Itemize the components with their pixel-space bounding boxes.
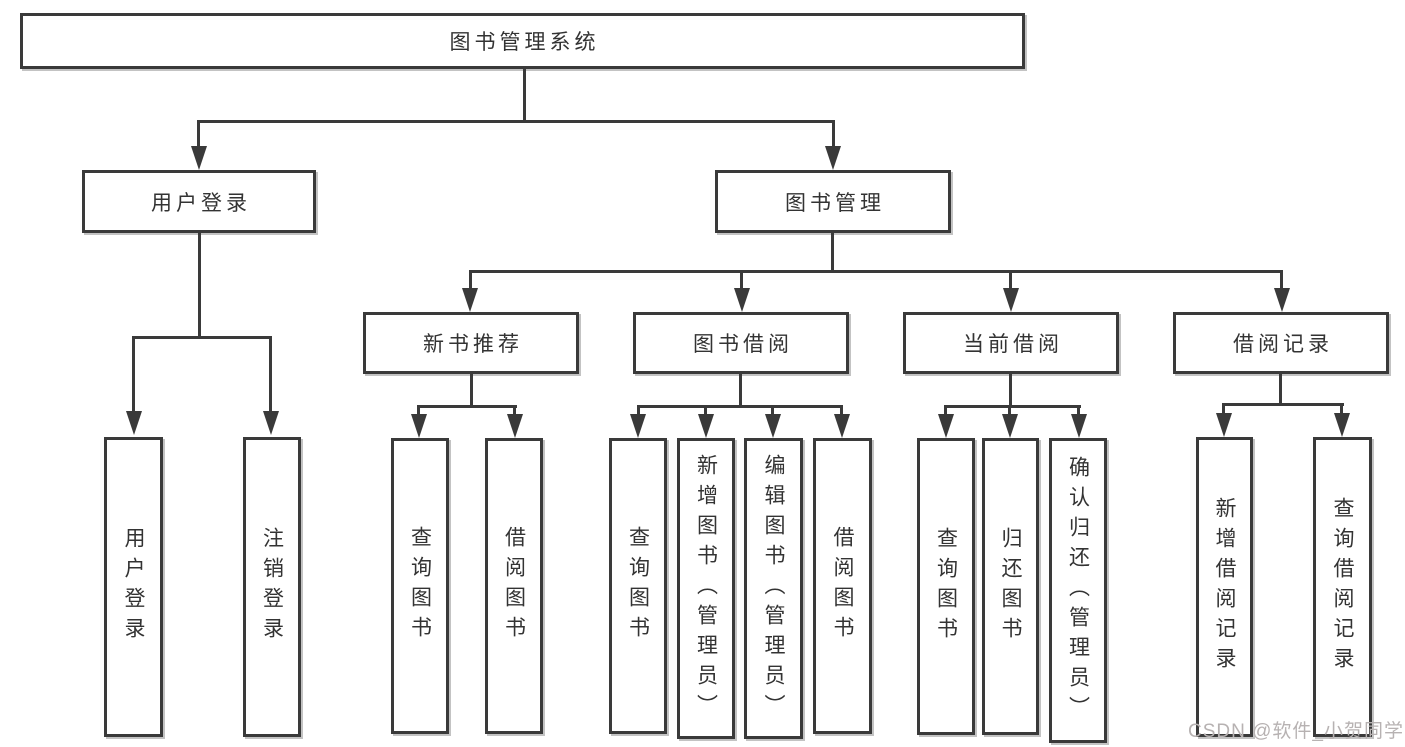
connector-line (523, 69, 526, 122)
connector-arrowhead (825, 146, 841, 170)
node-label: 用户登录 (122, 527, 145, 647)
node-newbook-borrow-books: 借阅图书 (485, 438, 543, 734)
connector-line (1280, 270, 1283, 290)
connector-line (197, 120, 200, 148)
node-borrow-borrow-books: 借阅图书 (813, 438, 872, 734)
connector-line (269, 336, 272, 412)
connector-line (469, 270, 1283, 273)
connector-line (417, 405, 420, 417)
node-label: 查询借阅记录 (1331, 497, 1354, 677)
connector-line (132, 336, 272, 339)
node-newbook-query-books: 查询图书 (391, 438, 449, 734)
node-current-return-books: 归还图书 (982, 438, 1039, 735)
node-label: 用户登录 (151, 191, 251, 215)
connector-arrowhead (411, 414, 427, 438)
node-label: 当前借阅 (963, 333, 1063, 356)
connector-arrowhead (734, 288, 750, 312)
connector-line (470, 374, 473, 407)
connector-line (197, 120, 835, 123)
node-label: 图书管理 (785, 191, 885, 215)
connector-arrowhead (765, 414, 781, 438)
connector-line (944, 405, 947, 417)
connector-line (771, 405, 774, 417)
node-borrow-edit-books-admin: 编辑图书（管理员） (744, 438, 803, 739)
connector-line (704, 405, 707, 417)
connector-line (1077, 405, 1080, 417)
connector-arrowhead (191, 146, 207, 170)
connector-arrowhead (126, 411, 142, 435)
node-current-confirm-return-admin: 确认归还（管理员） (1049, 438, 1107, 743)
connector-line (469, 270, 472, 290)
node-label: 编辑图书（管理员） (762, 453, 785, 724)
connector-line (831, 233, 834, 272)
connector-arrowhead (1003, 288, 1019, 312)
node-label: 图书管理系统 (449, 31, 600, 54)
connector-line (417, 405, 517, 408)
node-label: 新增图书（管理员） (694, 453, 718, 724)
connector-arrowhead (1216, 413, 1232, 437)
node-label: 查询图书 (934, 526, 958, 647)
node-label: 归还图书 (999, 526, 1022, 647)
connector-arrowhead (1274, 288, 1290, 312)
connector-line (198, 233, 201, 338)
connector-arrowhead (630, 414, 646, 438)
node-label: 新增借阅记录 (1213, 497, 1236, 677)
node-borrow-add-books-admin: 新增图书（管理员） (677, 438, 735, 739)
connector-line (1222, 403, 1344, 406)
node-borrow-query-books: 查询图书 (609, 438, 667, 734)
connector-line (944, 405, 1081, 408)
node-label: 确认归还（管理员） (1066, 455, 1090, 726)
node-borrowing-records: 借阅记录 (1173, 312, 1389, 374)
node-user-login-leaf: 用户登录 (104, 437, 163, 737)
node-book-borrowing: 图书借阅 (633, 312, 849, 374)
connector-arrowhead (1071, 414, 1087, 438)
node-label: 查询图书 (626, 526, 650, 646)
node-records-add-borrow-record: 新增借阅记录 (1196, 437, 1253, 737)
connector-line (740, 270, 743, 290)
connector-line (637, 405, 843, 408)
connector-line (1222, 403, 1225, 416)
node-current-query-books: 查询图书 (917, 438, 975, 735)
connector-arrowhead (834, 414, 850, 438)
node-label: 借阅记录 (1233, 333, 1333, 356)
connector-arrowhead (1002, 414, 1018, 438)
connector-line (1009, 374, 1012, 407)
connector-arrowhead (1334, 413, 1350, 437)
connector-arrowhead (938, 414, 954, 438)
connector-line (840, 405, 843, 417)
connector-arrowhead (263, 411, 279, 435)
connector-arrowhead (462, 288, 478, 312)
connector-line (739, 374, 742, 407)
node-label: 借阅图书 (502, 526, 526, 646)
node-book-management: 图书管理 (715, 170, 951, 233)
node-user-login: 用户登录 (82, 170, 316, 233)
node-new-book-recommendation: 新书推荐 (363, 312, 579, 374)
connector-arrowhead (507, 414, 523, 438)
connector-line (1340, 403, 1343, 416)
connector-line (1009, 270, 1012, 290)
csdn-watermark: CSDN @软件_小贺同学 (1188, 721, 1404, 742)
connector-line (1279, 374, 1282, 405)
node-label: 图书借阅 (693, 333, 793, 356)
connector-line (637, 405, 640, 417)
node-records-query-borrow-record: 查询借阅记录 (1313, 437, 1372, 737)
node-label: 查询图书 (408, 526, 432, 646)
connector-line (832, 120, 835, 148)
connector-line (1008, 405, 1011, 417)
node-label: 借阅图书 (831, 526, 854, 646)
node-label: 注销登录 (260, 527, 284, 647)
connector-line (513, 405, 516, 417)
node-current-borrowing: 当前借阅 (903, 312, 1119, 374)
node-library-management-system: 图书管理系统 (20, 13, 1025, 69)
node-label: 新书推荐 (423, 333, 523, 356)
connector-arrowhead (698, 414, 714, 438)
node-logout-leaf: 注销登录 (243, 437, 301, 737)
connector-line (132, 336, 135, 412)
